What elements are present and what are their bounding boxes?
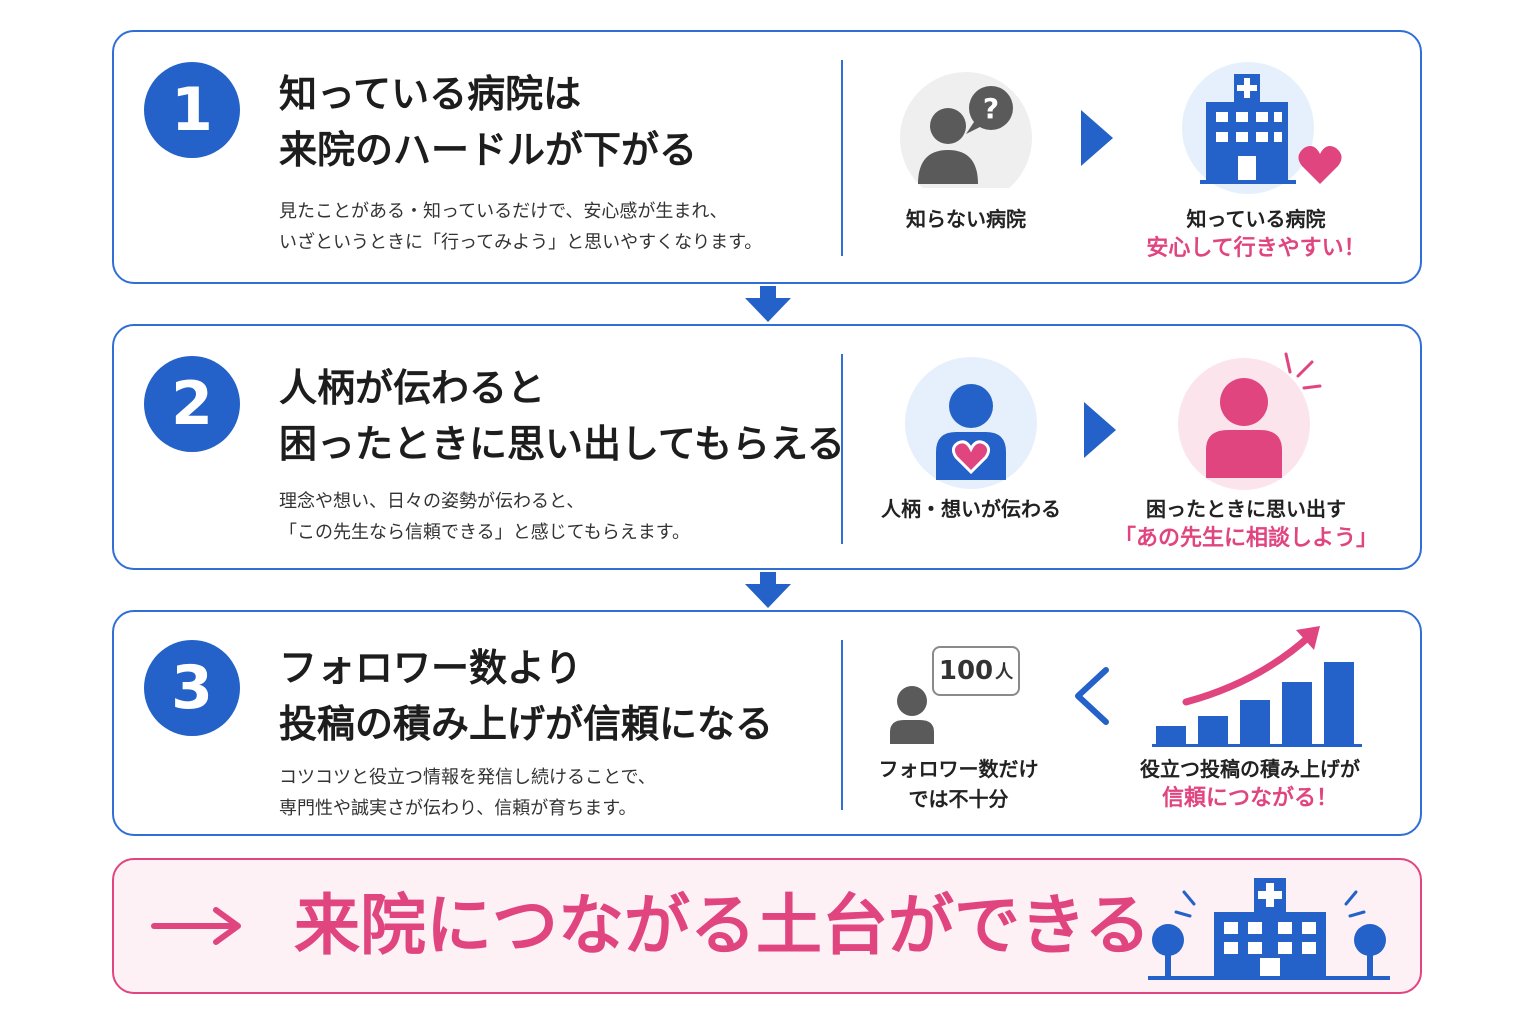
step-3-right-caption: 役立つ投稿の積み上げが 信頼につながる！	[1116, 754, 1384, 814]
step-2-divider	[841, 354, 843, 544]
svg-text:?: ?	[983, 92, 999, 125]
arrow-right-icon	[150, 906, 246, 946]
step-3-left-caption: フォロワー数だけ では不十分	[878, 757, 1039, 811]
question-person-icon: ?	[896, 68, 1036, 188]
follower-count: 100	[938, 656, 994, 686]
step-1-divider	[841, 60, 843, 256]
step-1-number: 1	[144, 62, 240, 158]
person-icon	[886, 684, 938, 746]
step-1-right-highlight: 安心して行きやすい！	[1146, 236, 1366, 261]
final-message: 来院につながる土台ができる	[294, 887, 1151, 964]
step-1-description: 見たことがある・知っているだけで、安心感が生まれ、 いざというときに「行ってみよ…	[279, 201, 763, 253]
step-2-card: 2 人柄が伝わると 困ったときに思い出してもらえる 理念や想い、日々の姿勢が伝わ…	[112, 324, 1422, 570]
step-3-description: コツコツと役立つ情報を発信し続けることで、 専門性や誠実さが伝わり、信頼が育ちま…	[279, 767, 656, 819]
step-1-right-caption: 知っている病院 安心して行きやすい！	[1121, 204, 1391, 264]
step-2-right-highlight: 「あの先生に相談しよう」	[1113, 526, 1378, 551]
step-3-divider	[841, 640, 843, 810]
step-2-number: 2	[144, 356, 240, 452]
step-2-left-caption: 人柄・想いが伝わる	[881, 497, 1061, 521]
person-alert-icon	[1172, 346, 1332, 496]
follower-badge: 100 人	[932, 646, 1020, 696]
step-1-card: 1 知っている病院は 来院のハードルが下がる 見たことがある・知っているだけで、…	[112, 30, 1422, 284]
step-3-card: 3 フォロワー数より 投稿の積み上げが信頼になる コツコツと役立つ情報を発信し続…	[112, 610, 1422, 836]
person-heart-icon	[904, 356, 1038, 490]
step-3-title: フォロワー数より 投稿の積み上げが信頼になる	[279, 646, 774, 746]
follower-unit: 人	[995, 662, 1014, 683]
chevron-left-icon	[1072, 666, 1112, 726]
step-3-right-highlight: 信頼につながる！	[1161, 786, 1338, 811]
arrow-right-icon	[1082, 400, 1118, 460]
down-arrow-icon	[743, 572, 793, 610]
step-1-title: 知っている病院は 来院のハードルが下がる	[279, 72, 698, 172]
growth-chart-icon	[1150, 624, 1370, 749]
step-2-right-caption: 困ったときに思い出す 「あの先生に相談しよう」	[1101, 494, 1391, 554]
step-2-description: 理念や想い、日々の姿勢が伝わると、 「この先生なら信頼できる」と感じてもらえます…	[279, 491, 690, 543]
step-1-left-caption: 知らない病院	[906, 207, 1026, 231]
arrow-right-icon	[1079, 108, 1115, 168]
step-2-title: 人柄が伝わると 困ったときに思い出してもらえる	[279, 366, 845, 466]
hospital-trees-icon	[1144, 872, 1394, 984]
hospital-heart-icon	[1166, 52, 1356, 202]
final-banner: 来院につながる土台ができる	[112, 858, 1422, 994]
step-3-number: 3	[144, 640, 240, 736]
down-arrow-icon	[743, 286, 793, 324]
